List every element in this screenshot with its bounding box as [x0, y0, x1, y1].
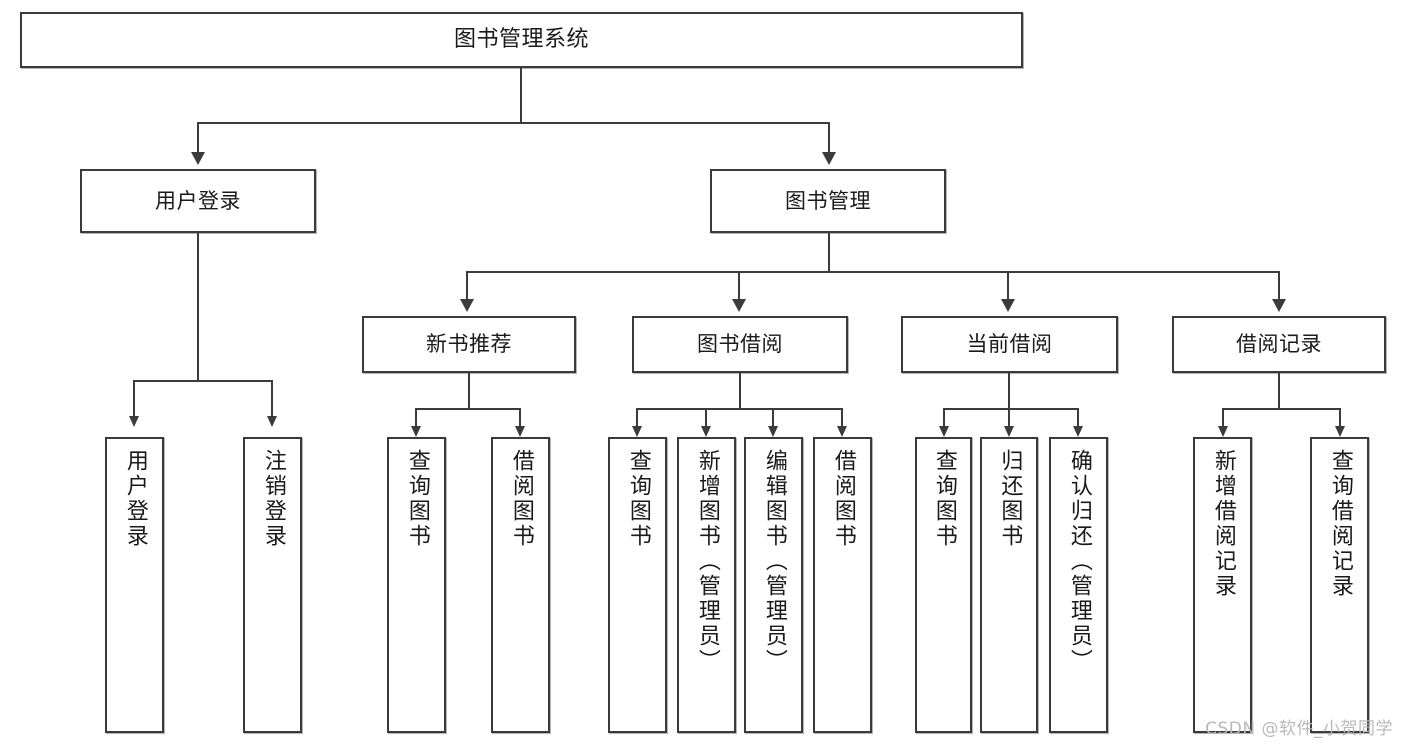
watermark-text: CSDN @软件_小贺同学 — [1205, 719, 1393, 739]
arrowhead-leaf-query-record — [1335, 426, 1345, 437]
leaf-add-book[interactable]: 新增图书（管理员） — [677, 437, 736, 733]
connector-drop-leaf-query-record — [1339, 408, 1341, 428]
node-user-login[interactable]: 用户登录 — [80, 169, 316, 233]
leaf-query-book-recommend[interactable]: 查询图书 — [387, 437, 446, 733]
node-label: 归还图书 — [997, 449, 1023, 549]
connector-book-manage-stem — [828, 233, 830, 271]
node-label: 查询借阅记录 — [1327, 449, 1353, 599]
leaf-confirm-return[interactable]: 确认归还（管理员） — [1049, 437, 1108, 733]
node-current-borrow[interactable]: 当前借阅 — [901, 316, 1118, 373]
node-label: 图书借阅 — [697, 332, 783, 357]
connector-drop-leaf-borrow-book-1 — [519, 408, 521, 428]
connector-current-borrow-bus — [943, 408, 1079, 410]
arrowhead-leaf-borrow-book-1 — [515, 426, 525, 437]
connector-book-manage-bus — [466, 271, 1280, 273]
arrowhead-leaf-confirm-return — [1073, 426, 1083, 437]
connector-root-stem — [520, 68, 522, 122]
arrowhead-leaf-query-book-3 — [939, 426, 949, 437]
node-label: 用户登录 — [155, 188, 241, 213]
connector-book-borrow-bus — [636, 408, 843, 410]
arrowhead-current-borrow — [1001, 299, 1015, 312]
connector-drop-leaf-query-book-1 — [415, 408, 417, 428]
connector-drop-current-borrow — [1007, 271, 1009, 301]
node-label: 查询图书 — [404, 449, 430, 549]
connector-user-login-bus — [133, 380, 271, 382]
arrowhead-new-book-recommend — [460, 299, 474, 312]
arrowhead-user-login — [191, 152, 205, 165]
connector-drop-leaf-edit-book — [772, 408, 774, 428]
arrowhead-leaf-user-login — [129, 416, 139, 427]
leaf-user-login[interactable]: 用户登录 — [105, 437, 164, 733]
arrowhead-leaf-add-book — [701, 426, 711, 437]
arrowhead-leaf-add-record — [1218, 426, 1228, 437]
connector-drop-leaf-user-login — [133, 380, 135, 418]
node-label: 借阅图书 — [508, 449, 534, 549]
node-label: 编辑图书（管理员） — [761, 449, 787, 674]
connector-borrow-record-bus — [1222, 408, 1341, 410]
leaf-edit-book[interactable]: 编辑图书（管理员） — [744, 437, 803, 733]
leaf-query-record[interactable]: 查询借阅记录 — [1310, 437, 1369, 733]
connector-drop-leaf-add-record — [1222, 408, 1224, 428]
node-label: 确认归还（管理员） — [1066, 449, 1092, 674]
arrowhead-leaf-borrow-book-2 — [837, 426, 847, 437]
connector-drop-borrow-record — [1278, 271, 1280, 301]
connector-book-borrow-stem — [739, 373, 741, 408]
node-label: 查询图书 — [931, 449, 957, 549]
connector-new-book-recommend-bus — [415, 408, 521, 410]
leaf-query-book-current[interactable]: 查询图书 — [915, 437, 972, 733]
connector-drop-book-manage — [828, 122, 830, 154]
connector-borrow-record-stem — [1278, 373, 1280, 408]
connector-drop-user-login — [197, 122, 199, 154]
leaf-borrow-book[interactable]: 借阅图书 — [813, 437, 872, 733]
connector-root-bus — [197, 122, 829, 124]
connector-current-borrow-stem — [1008, 373, 1010, 408]
leaf-borrow-book-recommend[interactable]: 借阅图书 — [491, 437, 550, 733]
leaf-logout[interactable]: 注销登录 — [243, 437, 302, 733]
node-book-manage[interactable]: 图书管理 — [710, 169, 946, 233]
arrowhead-borrow-record — [1272, 299, 1286, 312]
arrowhead-leaf-logout — [267, 416, 277, 427]
leaf-add-record[interactable]: 新增借阅记录 — [1193, 437, 1252, 733]
node-label: 新增借阅记录 — [1210, 449, 1236, 599]
node-borrow-record[interactable]: 借阅记录 — [1172, 316, 1386, 373]
connector-user-login-stem — [197, 233, 199, 380]
node-book-borrow[interactable]: 图书借阅 — [632, 316, 848, 373]
connector-drop-leaf-borrow-book-2 — [841, 408, 843, 428]
arrowhead-book-borrow — [732, 299, 746, 312]
connector-drop-leaf-confirm-return — [1077, 408, 1079, 428]
connector-drop-leaf-query-book-3 — [943, 408, 945, 428]
node-label: 当前借阅 — [966, 332, 1053, 357]
connector-new-book-recommend-stem — [468, 373, 470, 408]
node-label: 借阅图书 — [830, 449, 856, 549]
connector-drop-book-borrow — [738, 271, 740, 301]
connector-drop-leaf-add-book — [705, 408, 707, 428]
node-label: 新增图书（管理员） — [694, 449, 720, 674]
arrowhead-leaf-query-book-2 — [632, 426, 642, 437]
connector-drop-leaf-logout — [271, 380, 273, 418]
connector-drop-new-book-recommend — [466, 271, 468, 301]
node-root-system[interactable]: 图书管理系统 — [20, 12, 1023, 68]
arrowhead-leaf-return-book — [1004, 426, 1014, 437]
node-label: 图书管理 — [785, 188, 871, 213]
arrowhead-book-manage — [822, 152, 836, 165]
node-label: 图书管理系统 — [453, 27, 589, 53]
node-label: 用户登录 — [122, 449, 148, 549]
leaf-return-book[interactable]: 归还图书 — [980, 437, 1038, 733]
connector-drop-leaf-return-book — [1008, 408, 1010, 428]
node-label: 借阅记录 — [1236, 332, 1322, 357]
connector-drop-leaf-query-book-2 — [636, 408, 638, 428]
node-label: 新书推荐 — [426, 332, 512, 357]
node-new-book-recommend[interactable]: 新书推荐 — [362, 316, 576, 373]
arrowhead-leaf-query-book-1 — [411, 426, 421, 437]
node-label: 查询图书 — [625, 449, 651, 549]
leaf-query-book-borrow[interactable]: 查询图书 — [608, 437, 667, 733]
node-label: 注销登录 — [260, 449, 286, 549]
arrowhead-leaf-edit-book — [768, 426, 778, 437]
